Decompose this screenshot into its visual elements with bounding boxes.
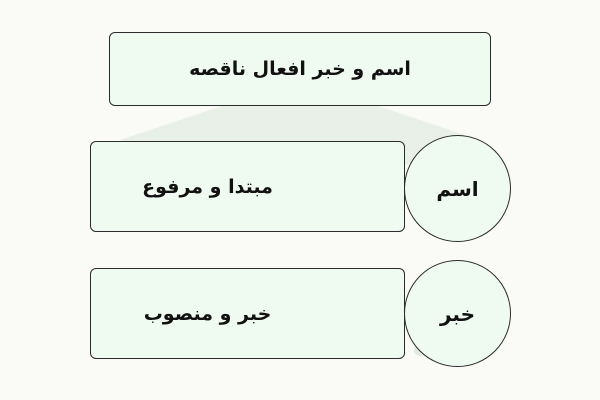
subject-label-circle: اسم xyxy=(404,135,511,242)
subject-description-text: مبتدا و مرفوع xyxy=(142,175,273,198)
title-box: اسم و خبر افعال ناقصه xyxy=(109,32,491,106)
predicate-label-circle: خبر xyxy=(404,260,511,367)
subject-description-box: مبتدا و مرفوع xyxy=(90,141,405,232)
predicate-label-text: خبر xyxy=(439,301,476,326)
predicate-description-box: خبر و منصوب xyxy=(90,268,405,359)
subject-label-text: اسم xyxy=(436,176,479,201)
predicate-description-text: خبر و منصوب xyxy=(143,302,272,325)
title-text: اسم و خبر افعال ناقصه xyxy=(189,58,411,80)
